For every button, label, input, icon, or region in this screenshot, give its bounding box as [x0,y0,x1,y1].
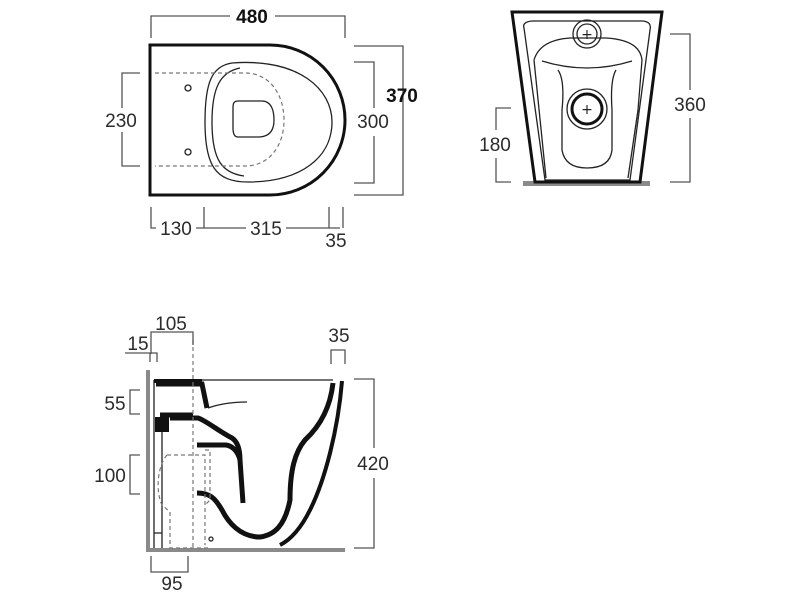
dim-480-line [150,15,346,38]
dim-130: 130 [160,219,192,240]
dim-370-line [354,45,404,196]
dim-15-line [125,352,158,362]
side-fixing-block [155,417,169,432]
side-hidden-outlet [157,340,211,550]
front-rim-curve [541,60,633,69]
dim-300: 300 [357,112,389,133]
seat-outer [204,61,333,183]
front-view: + + 360 180 [479,10,706,186]
dim-230-line [121,72,140,167]
dim-360: 360 [674,95,706,116]
bowl-opening [232,100,275,138]
dim-180-line [495,107,511,183]
top-view-outline [148,43,347,197]
dim-315: 315 [250,219,282,240]
fixing-hole-bottom [184,148,192,156]
floor-side [146,548,345,552]
dim-35-side-line [330,349,346,364]
dim-105-line [150,331,194,354]
dim-95: 95 [161,574,182,595]
dim-55: 55 [104,394,125,415]
dim-100-line [129,454,140,495]
front-bowl [533,37,643,179]
dim-230: 230 [105,111,137,132]
dim-480: 480 [236,7,268,28]
dim-370: 370 [386,86,418,107]
inlet-ring [572,19,602,49]
fixing-hole-top [184,84,192,92]
front-trap [557,69,617,169]
dim-35-side: 35 [328,326,349,347]
dim-95-line [150,556,189,573]
dim-100: 100 [94,466,126,487]
dim-105: 105 [155,314,187,335]
dim-180: 180 [479,135,511,156]
outlet-circle [570,92,604,126]
side-small-hole [208,536,214,542]
dim-360-line [670,33,691,183]
top-view: 480 370 300 230 130 315 35 [105,7,418,252]
fixing-outline [155,72,285,167]
back-panel [153,380,163,548]
side-view: 105 15 35 55 100 420 95 [94,314,389,595]
inlet-circle [576,23,598,45]
dim-35: 35 [325,231,346,252]
front-view-outline [510,10,664,184]
dim-15: 15 [127,334,148,355]
side-flush [207,401,248,409]
dim-300-line [354,61,375,184]
outlet-center-icon: + [581,102,593,118]
outlet-ring [566,88,608,130]
front-inner-outline [523,20,651,181]
seat-inner [211,67,245,177]
side-inlet [156,381,210,418]
dim-420: 420 [357,454,389,475]
side-bowl [170,382,336,540]
side-rim [154,379,344,547]
dim-bottom-line [150,207,344,229]
inlet-center-icon: + [581,27,593,43]
wall-side [146,370,150,552]
dim-55-line [129,389,140,415]
dim-420-line [354,378,375,549]
